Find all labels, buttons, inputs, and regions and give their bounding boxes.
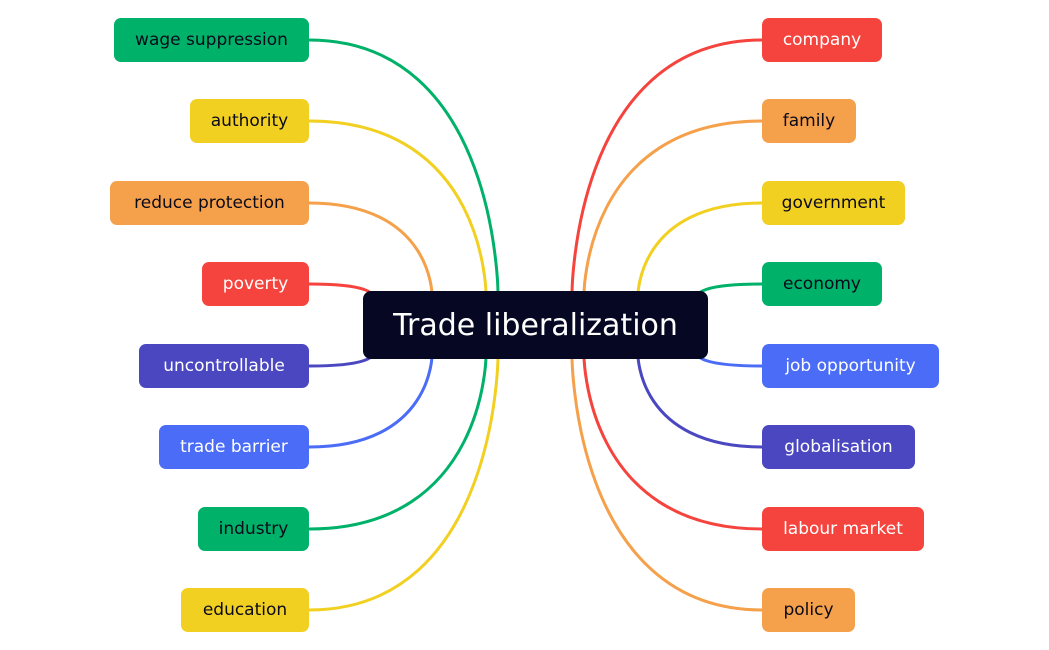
branch-node-policy[interactable]: policy	[762, 588, 855, 632]
branch-node-job-opportunity[interactable]: job opportunity	[762, 344, 939, 388]
link-company	[570, 38, 764, 297]
link-industry	[307, 353, 488, 531]
link-education	[307, 353, 500, 612]
branch-node-authority[interactable]: authority	[190, 99, 309, 143]
link-job-opportunity	[696, 353, 764, 368]
branch-node-family[interactable]: family	[762, 99, 856, 143]
link-reduce-protection	[307, 201, 434, 297]
link-uncontrollable	[307, 353, 374, 368]
link-government	[636, 201, 764, 297]
branch-node-reduce-protection[interactable]: reduce protection	[110, 181, 309, 225]
branch-node-company[interactable]: company	[762, 18, 882, 62]
link-globalisation	[636, 353, 764, 449]
branch-node-education[interactable]: education	[181, 588, 309, 632]
link-family	[582, 119, 764, 297]
link-trade-barrier	[307, 353, 434, 449]
branch-node-globalisation[interactable]: globalisation	[762, 425, 915, 469]
central-topic-node[interactable]: Trade liberalization	[363, 291, 708, 359]
link-poverty	[307, 282, 374, 297]
link-economy	[696, 282, 764, 297]
branch-node-government[interactable]: government	[762, 181, 905, 225]
branch-node-uncontrollable[interactable]: uncontrollable	[139, 344, 309, 388]
branch-node-poverty[interactable]: poverty	[202, 262, 309, 306]
branch-node-labour-market[interactable]: labour market	[762, 507, 924, 551]
branch-node-trade-barrier[interactable]: trade barrier	[159, 425, 309, 469]
link-labour-market	[582, 353, 764, 531]
link-wage-suppression	[307, 38, 500, 297]
branch-node-economy[interactable]: economy	[762, 262, 882, 306]
branch-node-industry[interactable]: industry	[198, 507, 309, 551]
branch-node-wage-suppression[interactable]: wage suppression	[114, 18, 309, 62]
link-authority	[307, 119, 488, 297]
link-policy	[570, 353, 764, 612]
